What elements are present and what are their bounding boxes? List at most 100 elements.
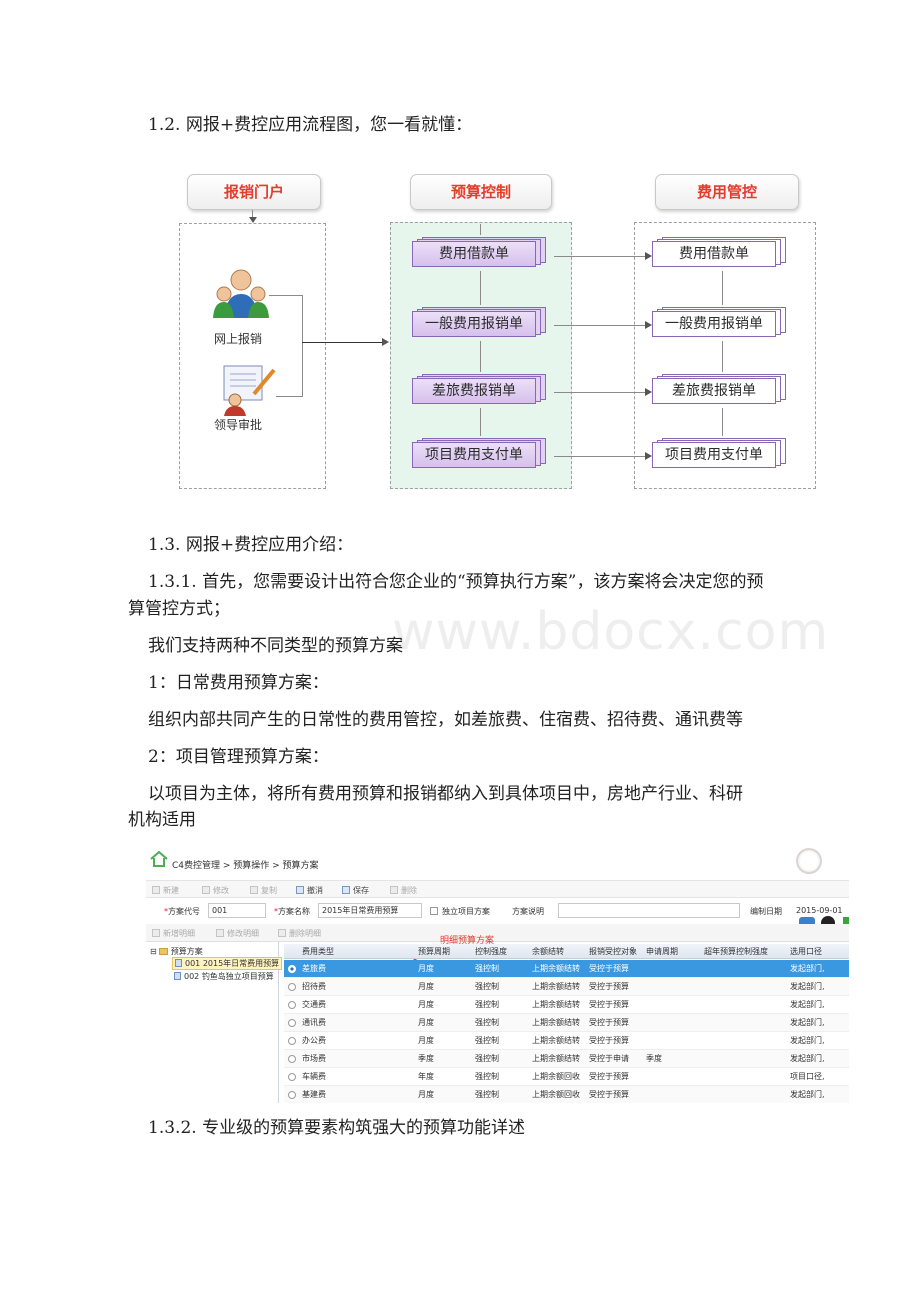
table-row[interactable]: 交通费月度强控制上期余额结转受控于预算发起部门, [284,996,849,1014]
expense-column [634,222,816,489]
edit-detail-button[interactable]: 修改明细 [216,928,259,939]
code-field[interactable]: 001 [208,903,266,918]
col-control[interactable]: 控制强度 [475,947,507,956]
users-icon [213,269,269,318]
col-carryover[interactable]: 余额结转 [532,947,564,956]
connector [722,341,723,372]
doc-expense-loan: 费用借款单 [652,237,790,267]
connector [554,325,646,326]
table-cell: 强控制 [475,1054,499,1063]
table-cell: 发起部门, [790,982,825,991]
flow-chart: 报销门户 预算控制 费用管控 网上报销 领导审批 费用借款单 一般费用报销单 差… [176,168,824,498]
table-cell: 上期余额结转 [532,1036,580,1045]
section-heading-1-3-2: 1.3.2. 专业级的预算要素构筑强大的预算功能详述 [148,1118,526,1138]
connector [722,271,723,305]
table-cell: 项目口径, [790,1072,825,1081]
scheme-form: *方案代号 001 *方案名称 2015年日常费用预算 独立项目方案 方案说明 … [146,900,849,922]
row-radio[interactable] [288,1037,296,1045]
table-row[interactable]: 基建费月度强控制上期余额回收受控于预算发起部门, [284,1086,849,1103]
arrow-portal-down [252,210,253,222]
table-cell: 强控制 [475,1000,499,1009]
table-cell: 月度 [418,964,434,973]
table-cell: 月度 [418,1018,434,1027]
connector [480,408,481,436]
doc-expense-project: 项目费用支付单 [652,438,790,468]
row-radio[interactable] [288,965,296,973]
table-cell: 年度 [418,1072,434,1081]
connector [554,256,646,257]
save-button[interactable]: 保存 [342,885,369,896]
main-toolbar: 新建 修改 复制 撤消 保存 删除 [146,880,849,932]
row-radio[interactable] [288,1019,296,1027]
table-cell: 上期余额结转 [532,964,580,973]
table-row[interactable]: 市场费季度强控制上期余额结转受控于申请季度发起部门, [284,1050,849,1068]
portal-column [179,223,326,489]
undo-button[interactable]: 撤消 [296,885,323,896]
copy-button[interactable]: 复制 [250,885,277,896]
header-budget-control: 预算控制 [410,174,552,210]
edit-button[interactable]: 修改 [202,885,229,896]
table-cell: 市场费 [302,1054,326,1063]
table-cell: 上期余额结转 [532,982,580,991]
desc-field[interactable] [558,903,740,918]
paragraph-project-desc-line1: 以项目为主体，将所有费用预算和报销都纳入到具体项目中，房地产行业、科研 [148,784,743,804]
desc-label: 方案说明 [512,907,544,916]
table-cell: 车辆费 [302,1072,326,1081]
table-cell: 上期余额结转 [532,1018,580,1027]
paragraph-types: 我们支持两种不同类型的预算方案 [148,636,403,656]
portal-label-approve: 领导审批 [214,418,263,432]
col-overyear[interactable]: 超年预算控制强度 [704,947,768,956]
col-apply-period[interactable]: 申请周期 [646,947,678,956]
col-scope[interactable]: 选用口径 [790,947,822,956]
tree-item-project[interactable]: 002 钓鱼岛独立项目预算 [174,971,274,982]
scheme-tree: ⊟预算方案 001 2015年日常费用预算 002 钓鱼岛独立项目预算 [146,942,283,1103]
name-field[interactable]: 2015年日常费用预算 [318,903,422,918]
connector [302,342,383,343]
connector [554,456,646,457]
section-heading-1-2: 1.2. 网报+费控应用流程图，您一看就懂： [148,115,473,135]
row-radio[interactable] [288,1055,296,1063]
arrow-head [645,452,652,460]
doc-budget-loan: 费用借款单 [412,237,550,267]
paragraph-daily-desc: 组织内部共同产生的日常性的费用管控，如差旅费、住宿费、招待费、通讯费等 [148,710,743,730]
table-cell: 季度 [646,1054,662,1063]
watermark: www.bdocx.com [392,602,830,662]
col-expense-type[interactable]: 费用类型 [302,947,334,956]
row-radio[interactable] [288,983,296,991]
paragraph-project-title: 2：项目管理预算方案： [148,747,329,767]
connector [302,295,303,397]
row-radio[interactable] [288,1091,296,1099]
paragraph-1-3-1-line2: 算管控方式； [128,599,230,619]
table-cell: 月度 [418,1036,434,1045]
date-value[interactable]: 2015-09-01 [796,906,843,915]
independent-checkbox[interactable] [430,907,438,915]
doc-expense-travel: 差旅费报销单 [652,374,790,404]
tree-root[interactable]: ⊟预算方案 [150,947,203,956]
tree-item-daily[interactable]: 001 2015年日常费用预算 [172,957,283,970]
header-expense-control: 费用管控 [655,174,799,210]
collapse-icon: ⊟ [150,947,157,956]
col-period[interactable]: 预算周期 [418,947,450,956]
table-cell: 发起部门, [790,1018,825,1027]
paragraph-1-3-1-line1: 1.3.1. 首先，您需要设计出符合您企业的“预算执行方案”，该方案将会决定您的… [148,572,764,592]
new-button[interactable]: 新建 [152,885,179,896]
paragraph-project-desc-line2: 机构适用 [128,810,196,830]
folder-icon [158,948,168,955]
delete-detail-button[interactable]: 删除明细 [278,928,321,939]
annotation-label: 明细预算方案 [440,936,495,946]
table-cell: 上期余额结转 [532,1000,580,1009]
grid-header: 费用类型 预算周期 控制强度 余额结转 报销受控对象 申请周期 超年预算控制强度… [284,944,849,959]
table-row[interactable]: 通讯费月度强控制上期余额结转受控于预算发起部门, [284,1014,849,1032]
table-row[interactable]: 办公费月度强控制上期余额结转受控于预算发起部门, [284,1032,849,1050]
table-cell: 上期余额回收 [532,1090,580,1099]
table-row[interactable]: 车辆费年度强控制上期余额回收受控于预算项目口径, [284,1068,849,1086]
row-radio[interactable] [288,1073,296,1081]
delete-button[interactable]: 删除 [390,885,417,896]
add-detail-button[interactable]: 新增明细 [152,928,195,939]
budget-scheme-app: C4费控管理 > 预算操作 > 预算方案 新建 修改 复制 撤消 保存 删除 *… [146,846,849,1103]
col-controlled-object[interactable]: 报销受控对象 [589,947,637,956]
table-row[interactable]: 招待费月度强控制上期余额结转受控于预算发起部门, [284,978,849,996]
home-icon[interactable] [150,851,168,867]
row-radio[interactable] [288,1001,296,1009]
table-row[interactable]: 差旅费月度强控制上期余额结转受控于预算发起部门, [284,960,849,978]
